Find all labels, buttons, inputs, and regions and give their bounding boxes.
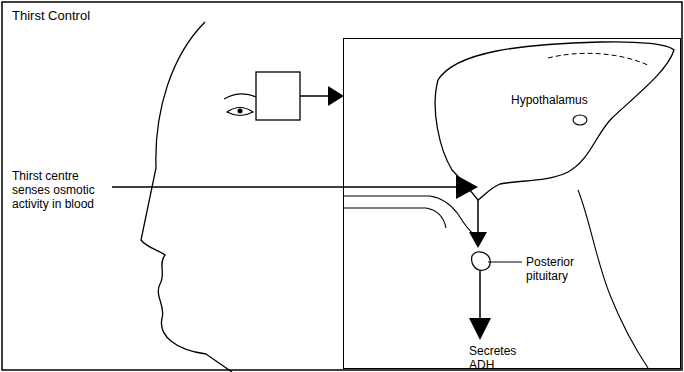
brain-panel: HypothalamusPosterior pituitarySecretes … (343, 38, 681, 369)
part-label: Hypothalamus (511, 93, 611, 107)
pituitary (472, 252, 491, 270)
dashed-curve (548, 53, 650, 66)
arrow-head (469, 232, 487, 248)
brain-outline (435, 42, 674, 200)
leader-line (488, 262, 522, 263)
arrow-line (477, 200, 479, 234)
face-profile (141, 22, 232, 372)
arrow-head (469, 318, 491, 340)
small-oval (573, 115, 587, 125)
part-label: Secretes ADH (469, 344, 531, 372)
leader-line (112, 186, 458, 187)
brainstem-line (578, 190, 648, 368)
arrow-head (328, 86, 344, 106)
empty-box (256, 72, 300, 120)
diagram-title: Thirst Control (12, 9, 90, 23)
palate-line (344, 196, 476, 236)
eye (227, 108, 253, 116)
pupil (238, 109, 243, 114)
eyebrow (224, 94, 256, 99)
callout-text: Thirst centre senses osmotic activity in… (12, 169, 98, 211)
arrow-line (479, 271, 481, 320)
arrow-line (300, 95, 330, 97)
part-label: Posterior pituitary (526, 255, 596, 283)
palate-line (344, 208, 446, 228)
